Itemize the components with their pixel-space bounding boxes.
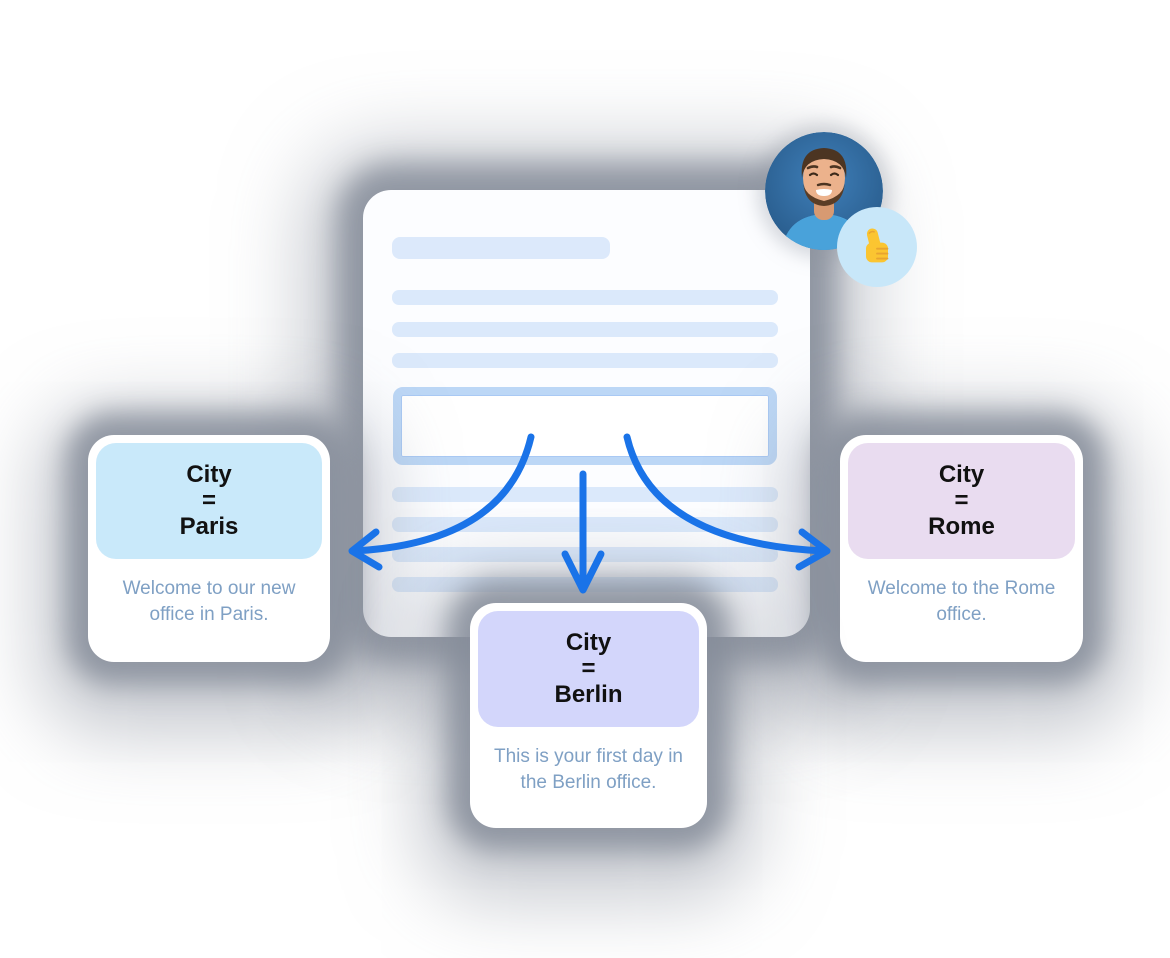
condition-value: Berlin	[554, 681, 623, 708]
condition-field: City	[186, 461, 232, 488]
variant-card-rome: City = Rome Welcome to the Rome office.	[840, 435, 1083, 662]
condition-header-paris: City = Paris	[96, 443, 322, 559]
document-text-placeholder	[392, 487, 778, 502]
reaction-badge	[837, 207, 917, 287]
condition-operator: =	[581, 655, 596, 682]
condition-header-rome: City = Rome	[848, 443, 1075, 559]
variant-message-paris: Welcome to our new office in Paris.	[122, 578, 296, 625]
document-text-placeholder	[392, 517, 778, 532]
variant-message-berlin: This is your first day in the Berlin off…	[494, 746, 683, 793]
condition-value: Rome	[928, 513, 995, 540]
document-text-placeholder	[392, 322, 778, 337]
document-text-placeholder	[392, 577, 778, 592]
thumbs-up-icon	[866, 228, 889, 263]
condition-header-berlin: City = Berlin	[478, 611, 699, 727]
document-text-placeholder	[392, 290, 778, 305]
condition-field: City	[938, 461, 985, 488]
document-title-placeholder	[392, 237, 610, 259]
condition-value: Paris	[179, 513, 239, 540]
variant-card-paris: City = Paris Welcome to our new office i…	[88, 435, 330, 662]
condition-field: City	[565, 629, 612, 656]
variant-message-rome: Welcome to the Rome office.	[867, 578, 1056, 625]
document-text-placeholder	[392, 547, 778, 562]
condition-operator: =	[954, 487, 969, 514]
condition-operator: =	[201, 487, 216, 514]
document-text-placeholder	[392, 353, 778, 368]
conditional-block-placeholder	[393, 387, 777, 465]
variant-card-berlin: City = Berlin This is your first day in …	[470, 603, 707, 828]
document-template	[363, 190, 810, 637]
